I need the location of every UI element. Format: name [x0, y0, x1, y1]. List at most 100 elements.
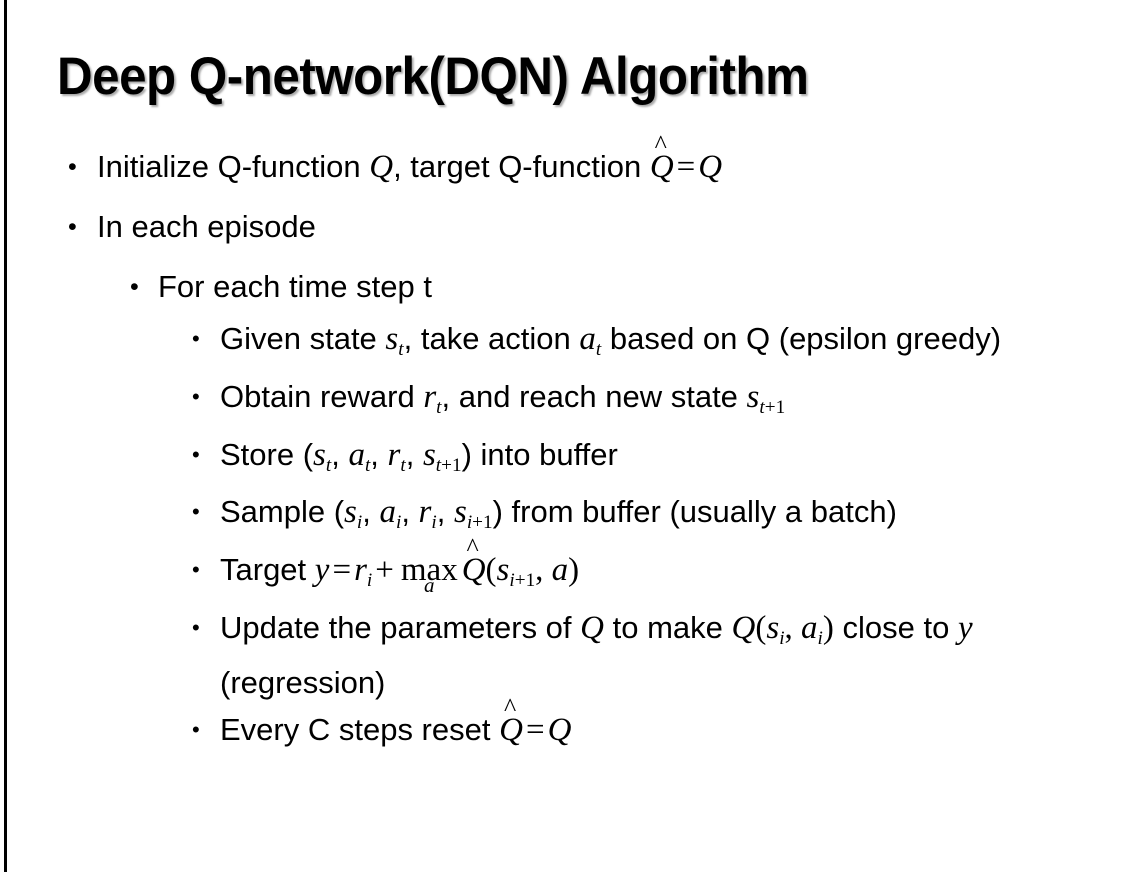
text-fragment: ) from buffer (usually a batch)	[492, 494, 897, 530]
math-plus: +	[375, 552, 394, 589]
math-var-r: r	[354, 552, 367, 589]
bullet-marker: •	[192, 383, 200, 409]
bullet-marker: •	[192, 441, 200, 467]
bullet-marker: •	[192, 716, 200, 742]
math-var-q: Q	[369, 149, 394, 185]
text-fragment: Initialize Q-function	[97, 149, 370, 184]
bullet-text: In each episode	[97, 209, 316, 244]
text-fragment: ,	[401, 494, 419, 530]
bullet-marker: •	[130, 273, 139, 301]
math-equals: =	[525, 711, 545, 748]
math-subscript: t	[400, 454, 406, 476]
text-fragment: Obtain reward	[220, 378, 424, 414]
math-subscript: i+1	[509, 570, 535, 591]
bullet-item-update-parameters: • Update the parameters of Q to make Q(s…	[0, 606, 1124, 705]
max-subscript: a	[424, 573, 435, 598]
math-qhat: Q^	[462, 535, 486, 592]
bullet-marker: •	[192, 326, 200, 351]
math-qhat: Q^	[649, 132, 674, 189]
math-var-s: s	[344, 494, 357, 531]
bullet-item-for-each-time-step: • For each time step t	[0, 265, 1124, 309]
bullet-text: Initialize Q-function Q, target Q-functi…	[97, 132, 1124, 189]
math-equals: =	[332, 552, 352, 589]
bullet-text: Sample (si, ai, ri, si+1) from buffer (u…	[220, 490, 1124, 545]
text-fragment: ,	[436, 494, 454, 530]
math-subscript: t+1	[436, 454, 462, 475]
math-comma: ,	[535, 552, 552, 589]
math-var-s: s	[746, 378, 760, 415]
math-paren-left: (	[755, 609, 767, 646]
text-fragment: to make	[604, 609, 732, 645]
math-paren-right: )	[822, 609, 834, 646]
math-var-s: s	[496, 552, 510, 589]
math-subscript: i	[356, 512, 363, 534]
subscript-offset: +1	[764, 396, 786, 418]
bullet-marker: •	[68, 153, 77, 181]
text-fragment: ,	[405, 436, 423, 472]
math-var-q: Q	[499, 711, 523, 748]
text-fragment: , target Q-function	[393, 149, 650, 184]
math-var-q: Q	[698, 149, 723, 185]
math-subscript: i	[779, 627, 785, 649]
math-subscript: i	[366, 569, 373, 591]
math-comma: ,	[784, 609, 802, 646]
math-var-y: y	[957, 609, 973, 646]
text-fragment: , and reach new state	[441, 378, 747, 414]
math-var-a: a	[801, 609, 818, 646]
subscript-offset: +1	[514, 569, 536, 591]
bullet-marker: •	[192, 557, 200, 583]
math-var-a: a	[551, 552, 569, 589]
text-fragment: ,	[370, 436, 388, 472]
text-fragment: Every C steps reset	[220, 711, 500, 747]
math-var-r: r	[423, 378, 437, 415]
bullet-item-obtain-reward: • Obtain reward rt, and reach new state …	[0, 375, 1124, 430]
math-paren-left: (	[485, 552, 497, 589]
bullet-item-given-state: • Given state st, take action at based o…	[0, 317, 1124, 372]
subscript-offset: +1	[472, 512, 493, 534]
math-subscript: t	[436, 396, 442, 418]
bullet-text: Update the parameters of Q to make Q(si,…	[220, 606, 1124, 705]
math-var-q: Q	[731, 609, 756, 646]
text-fragment: , take action	[403, 321, 580, 356]
bullet-item-reset-target-network: • Every C steps reset Q^=Q	[0, 694, 1124, 752]
math-subscript: i	[817, 627, 823, 649]
math-var-s: s	[313, 436, 326, 473]
bullet-item-in-each-episode: • In each episode	[0, 205, 1124, 249]
bullet-item-initialize: • Initialize Q-function Q, target Q-func…	[0, 132, 1124, 189]
math-qhat: Q^	[499, 694, 523, 752]
text-fragment: (regression)	[220, 664, 386, 700]
text-fragment: ,	[362, 494, 380, 530]
math-var-q: Q	[580, 609, 604, 646]
subscript-index: t	[759, 396, 765, 418]
bullet-text: Obtain reward rt, and reach new state st…	[220, 375, 1124, 430]
text-fragment: Store (	[220, 436, 314, 472]
max-label: max	[400, 552, 458, 589]
text-fragment: Target	[220, 552, 315, 588]
math-subscript: t+1	[759, 397, 785, 418]
subscript-index: i	[509, 569, 515, 591]
math-var-q: Q	[649, 149, 674, 185]
math-subscript: t	[364, 454, 371, 476]
bullet-marker: •	[68, 213, 77, 241]
slide-left-rule	[4, 0, 7, 872]
math-equals: =	[676, 149, 696, 185]
text-fragment: close to	[833, 609, 958, 645]
math-var-s: s	[385, 321, 399, 357]
text-fragment: Sample (	[220, 494, 345, 530]
subscript-offset: +1	[441, 454, 462, 476]
bullet-text: Given state st, take action at based on …	[220, 317, 1124, 372]
text-fragment: Update the parameters of	[220, 609, 581, 645]
bullet-marker: •	[192, 614, 200, 640]
math-var-r: r	[418, 494, 432, 531]
text-fragment: ) into buffer	[461, 436, 618, 472]
math-var-s: s	[453, 494, 467, 531]
math-var-a: a	[348, 436, 365, 473]
math-subscript: t	[325, 454, 332, 476]
subscript-index: t	[435, 454, 442, 476]
math-subscript: t	[595, 338, 602, 360]
bullet-item-store-transition: • Store (st, at, rt, st+1) into buffer	[0, 433, 1124, 488]
text-fragment: Given state	[220, 321, 386, 356]
